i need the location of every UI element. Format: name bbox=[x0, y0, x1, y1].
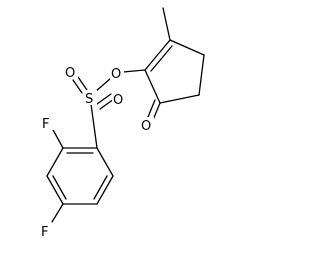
atom-label-f-bottom: F bbox=[41, 225, 48, 240]
cyclopentenone-ring bbox=[144, 39, 205, 104]
atom-oxygen-sulfonyl-bottom: O bbox=[112, 91, 126, 108]
bond-ca-cb-inner bbox=[150, 45, 173, 72]
bond-sulfur-oxygen-top bbox=[72, 76, 88, 94]
bond-c5-c6-inner bbox=[93, 175, 108, 200]
bond-c3-c4 bbox=[46, 175, 64, 205]
bond-c4-f-bottom bbox=[51, 203, 64, 223]
bond-c2-f-top bbox=[51, 127, 64, 149]
bond-c5-c6 bbox=[96, 175, 114, 205]
bond-ce-ca bbox=[144, 69, 161, 104]
bond-c6-c1 bbox=[96, 147, 114, 177]
bond-cb-cc bbox=[169, 39, 205, 56]
atom-label-oxygen-ester: O bbox=[111, 67, 121, 82]
bond-ketone bbox=[147, 99, 161, 121]
atom-oxygen-ketone: O bbox=[140, 117, 154, 134]
bond-c3-c4-inner bbox=[52, 175, 67, 200]
atom-f-top: F bbox=[42, 115, 54, 132]
atom-label-f-top: F bbox=[42, 117, 49, 132]
bond-methyl bbox=[162, 7, 171, 41]
atom-sulfur: S bbox=[84, 90, 97, 107]
bond-sulfur-oxygen-bottom bbox=[96, 93, 115, 110]
bond-cd-ce bbox=[159, 94, 200, 104]
atom-label-sulfur: S bbox=[85, 92, 93, 107]
bond-ester-oxygen-ring bbox=[122, 69, 146, 73]
molecule-structure: F F S O O O O bbox=[41, 7, 205, 240]
benzene-ring bbox=[46, 147, 114, 205]
atom-f-bottom: F bbox=[41, 223, 53, 240]
atom-label-oxygen-sulfonyl-top: O bbox=[65, 66, 75, 81]
atom-label-oxygen-ketone: O bbox=[141, 119, 151, 134]
atom-oxygen-ester: O bbox=[110, 65, 124, 82]
bond-sulfur-ester-oxygen bbox=[94, 77, 112, 93]
atom-label-oxygen-sulfonyl-bottom: O bbox=[113, 93, 123, 108]
bond-cc-cd bbox=[198, 54, 205, 96]
bond-c1-sulfur bbox=[90, 103, 98, 149]
atom-oxygen-sulfonyl-top: O bbox=[64, 64, 78, 81]
bond-c2-c3 bbox=[46, 147, 64, 177]
bond-ca-cb bbox=[144, 39, 171, 71]
